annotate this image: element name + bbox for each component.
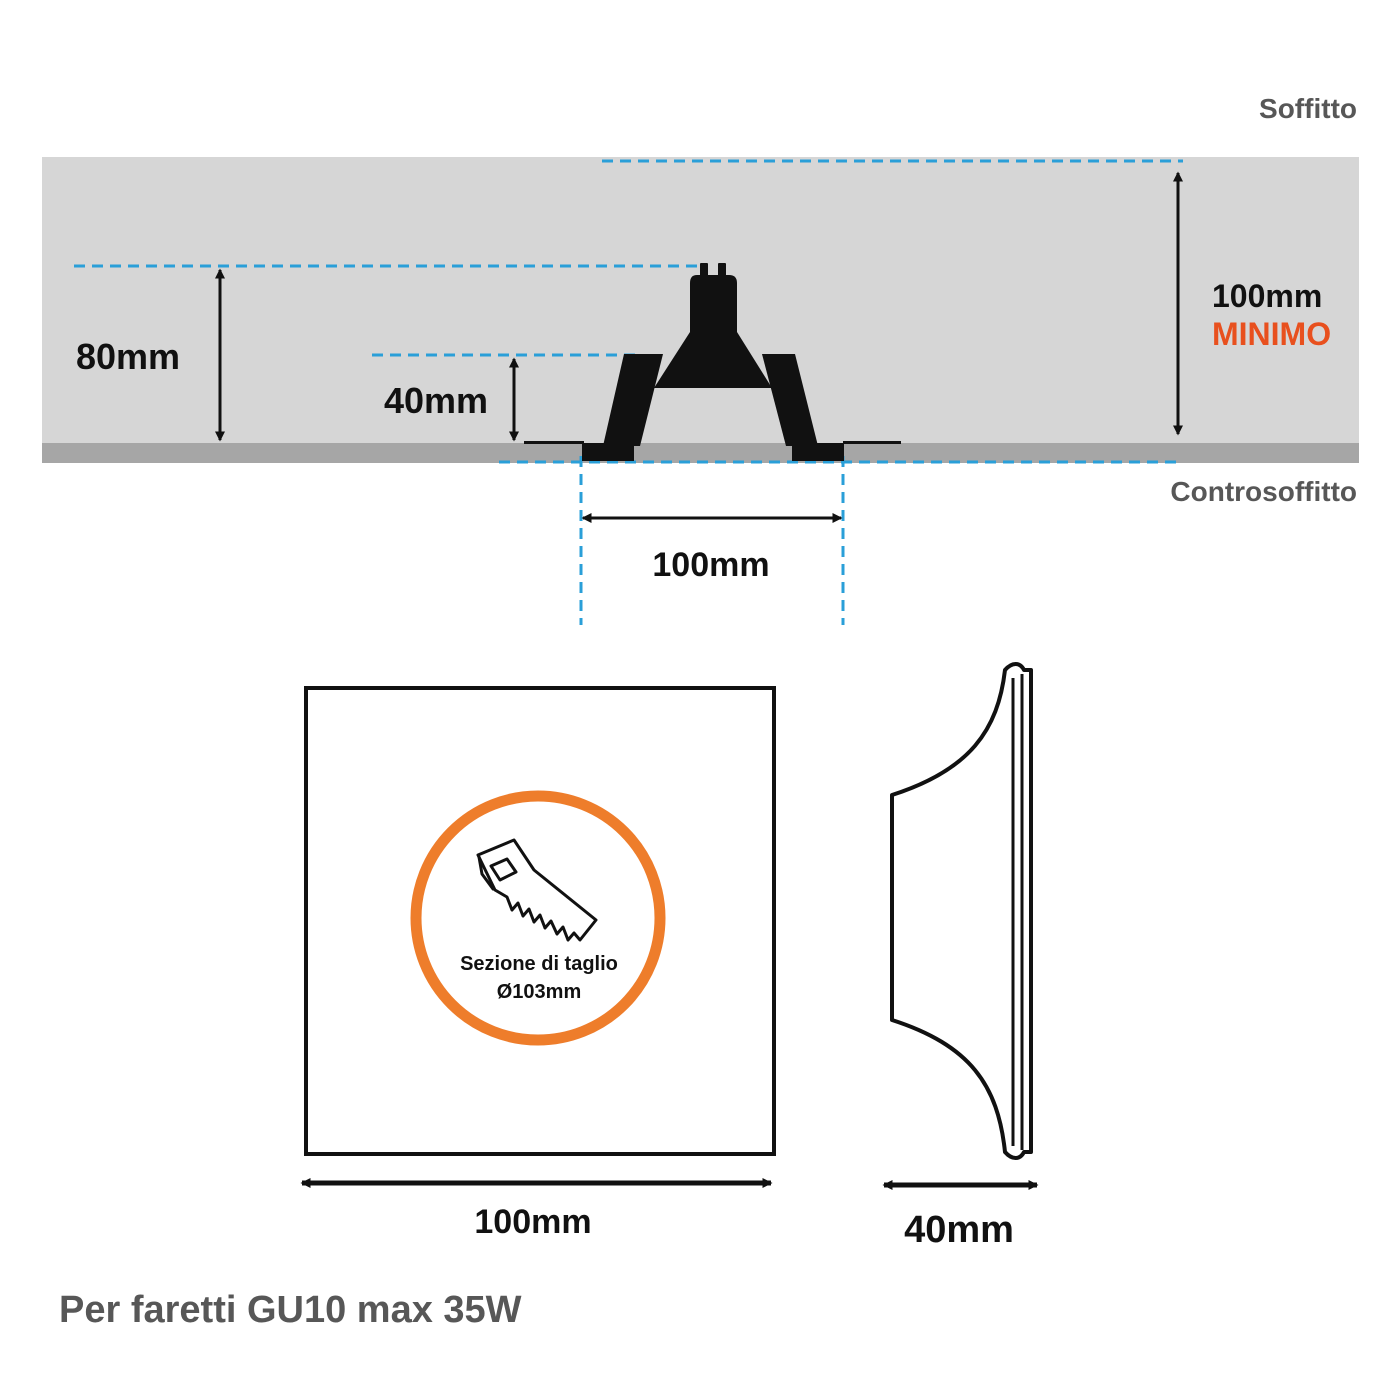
guide-lines bbox=[74, 159, 1183, 625]
footer-note: Per faretti GU10 max 35W bbox=[59, 1289, 522, 1331]
side-profile-outline bbox=[890, 662, 1033, 1160]
lamp-height-label: 80mm bbox=[76, 336, 180, 377]
front-view: Sezione di taglio Ø103mm 100mm bbox=[300, 686, 776, 1241]
frame-depth-label: 40mm bbox=[384, 380, 488, 421]
ceiling-label: Soffitto bbox=[1259, 93, 1357, 124]
hand-saw-icon bbox=[476, 838, 598, 942]
double-arrow-icon bbox=[215, 171, 1183, 523]
side-depth-label: 40mm bbox=[904, 1209, 1014, 1251]
side-view bbox=[890, 662, 1033, 1160]
min-depth-value-label: 100mm bbox=[1212, 278, 1322, 314]
cut-section-title: Sezione di taglio bbox=[460, 953, 618, 975]
min-depth-note-label: MINIMO bbox=[1212, 316, 1331, 352]
false-ceiling-strip bbox=[42, 443, 1359, 463]
hole-width-label: 100mm bbox=[652, 546, 769, 584]
false-ceiling-label: Controsoffitto bbox=[1170, 476, 1357, 507]
gu10-lamp-icon bbox=[654, 263, 772, 388]
section-view: Soffitto Controsoffitto 80mm 40mm 100mm … bbox=[42, 93, 1359, 625]
frame-housing bbox=[524, 354, 901, 461]
cut-section-diameter: Ø103mm bbox=[497, 981, 582, 1003]
front-width-label: 100mm bbox=[474, 1203, 591, 1241]
